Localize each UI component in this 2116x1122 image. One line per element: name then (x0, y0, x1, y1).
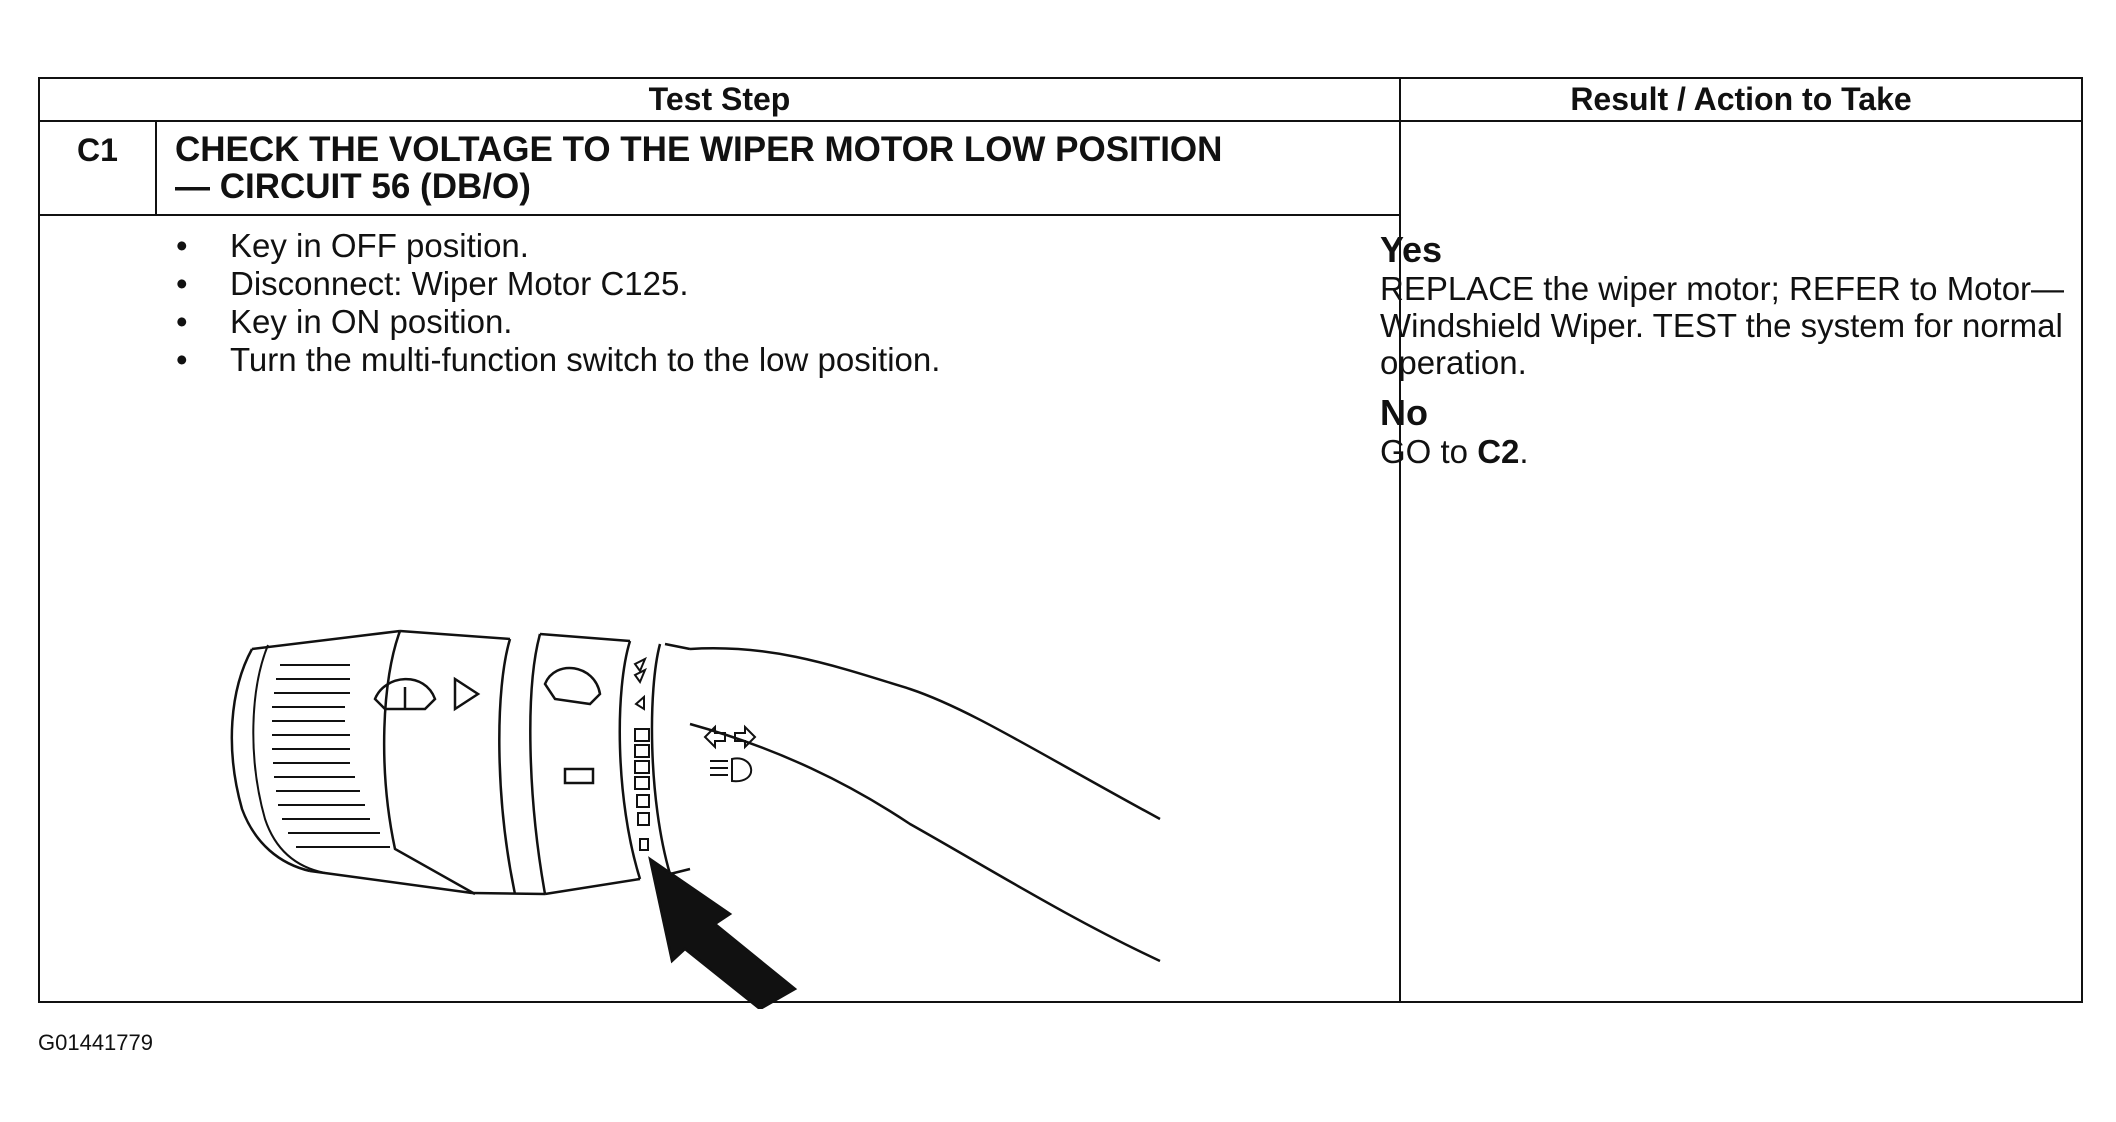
step-text: Key in ON position. (230, 303, 513, 340)
step-text: Key in OFF position. (230, 227, 529, 264)
header-result-action: Result / Action to Take (1570, 81, 1912, 117)
step-instructions: • Key in OFF position. • Disconnect: Wiper… (176, 227, 940, 379)
column-divider (1399, 79, 1401, 1001)
yes-text: REPLACE the wiper motor; REFER to Motor—… (1380, 270, 2065, 381)
list-item: • Turn the multi-function switch to the l… (176, 341, 940, 379)
bullet: • (176, 303, 188, 340)
no-label: No (1380, 392, 1428, 433)
bullet: • (176, 341, 188, 378)
step-title-line-2: — CIRCUIT 56 (DB/O) (175, 167, 531, 206)
yes-label: Yes (1380, 229, 1443, 270)
step-id-divider (155, 120, 157, 215)
header-divider (40, 120, 2081, 122)
switch-stalk-icon (230, 629, 1161, 963)
bullet: • (176, 227, 188, 264)
step-text: Disconnect: Wiper Motor C125. (230, 265, 689, 302)
arrow-pointer-icon (648, 856, 798, 1009)
header-test-step: Test Step (648, 81, 791, 117)
multifunction-switch-illustration (230, 629, 1161, 1009)
figure-id: G01441779 (38, 1030, 153, 1055)
bullet: • (176, 265, 188, 302)
test-step-table: Test Step Result / Action to Take C1 CHE… (38, 77, 2083, 1009)
step-title: CHECK THE VOLTAGE TO THE WIPER MOTOR LOW… (175, 131, 1385, 205)
step-title-divider (40, 214, 1400, 216)
no-text-target: C2 (1477, 433, 1520, 470)
list-item: • Disconnect: Wiper Motor C125. (176, 265, 940, 303)
step-id: C1 (77, 132, 118, 168)
step-text: Turn the multi-function switch to the lo… (230, 341, 941, 378)
list-item: • Key in ON position. (176, 303, 940, 341)
no-text: GO to C2. (1380, 433, 2080, 470)
no-text-suffix: . (1519, 433, 1529, 470)
step-title-line-1: CHECK THE VOLTAGE TO THE WIPER MOTOR LOW… (175, 130, 1223, 169)
result-panel: Yes REPLACE the wiper motor; REFER to Mo… (1380, 222, 2080, 482)
no-text-prefix: GO to (1380, 433, 1478, 470)
list-item: • Key in OFF position. (176, 227, 940, 265)
